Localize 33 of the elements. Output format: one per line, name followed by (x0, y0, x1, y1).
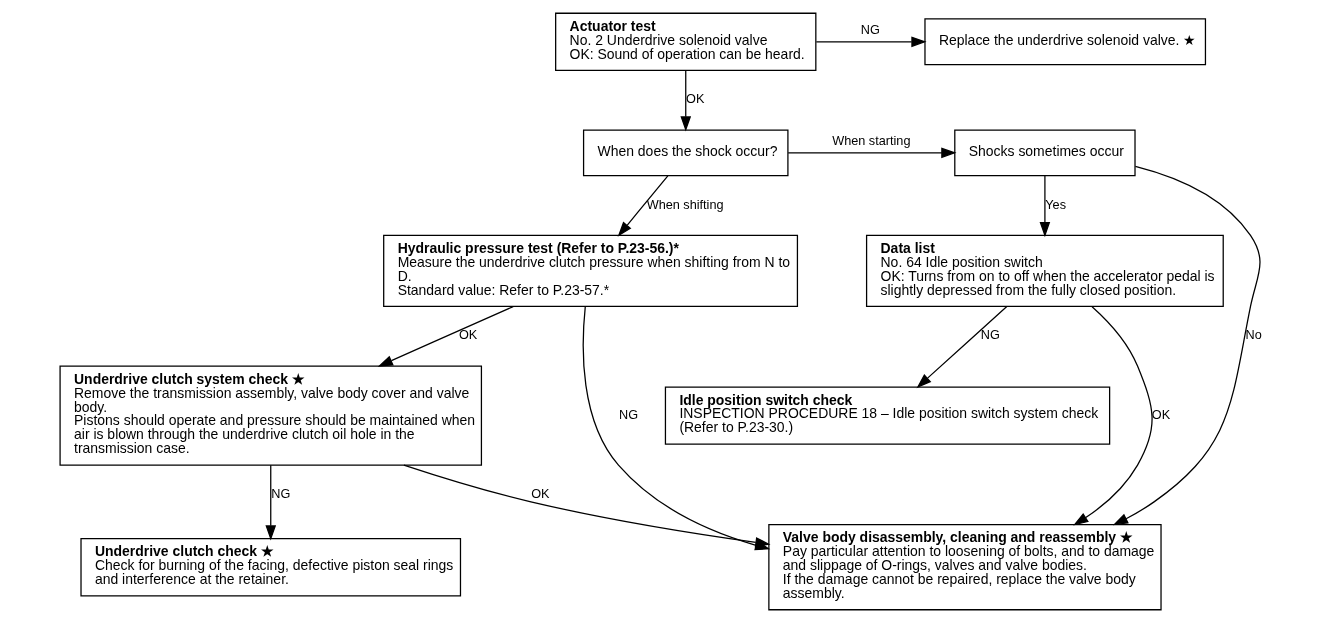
node-box: Idle position switch check INSPECTION PROCEDURE 18 – Idle position switch system check (Refer to P.23-30.) (664, 386, 1111, 445)
node-box: Underdrive clutch system check ★ Remove the transmission assembly, valve body cover and valve body. Pistons should operate and pressure should be maintained when air is blown through the underdrive clutch oil hole in the transmission case. (59, 365, 483, 466)
node-box: Hydraulic pressure test (Refer to P.23-56.)* Measure the underdrive clutch pressure when shifting from N to D. Standard value: Refer to P.23-57.* (383, 234, 799, 308)
edge-label: Yes (1045, 197, 1067, 212)
node-box: Data list No. 64 Idle position switch OK: Turns from on to off when the accelerator pedal is slightly depressed from the fully closed position. (865, 234, 1224, 308)
node-box: Replace the underdrive solenoid valve. ★ (924, 18, 1207, 66)
node-box: Underdrive clutch check ★ Check for burning of the facing, defective piston seal rings and interference at the retainer. (80, 538, 462, 597)
arrow (1112, 165, 1261, 526)
edge-label: When starting (832, 134, 911, 149)
node-box: Valve body disassembly, cleaning and reassembly ★ Pay particular attention to loosening of bolts, and to damage and slippage of O-rings, valves and valve bodies. If the damage cannot be repaired, replace the valve body assembly. (768, 524, 1162, 611)
arrow (1039, 175, 1051, 238)
edge-label: When shifting (646, 197, 724, 212)
edge-label: NG (860, 23, 880, 38)
arrow (377, 305, 514, 367)
node-box: When does the shock occur? (582, 129, 789, 177)
edge-label: OK (458, 328, 478, 343)
edge-label: NG (980, 328, 1000, 343)
edge-label: OK (531, 487, 550, 502)
arrow (916, 305, 1008, 389)
arrow (815, 36, 927, 48)
edge-label: NG (619, 407, 639, 422)
node-box: Actuator test No. 2 Underdrive solenoid valve OK: Sound of operation can be heard. (555, 12, 817, 71)
node-box: Shocks sometimes occur (954, 129, 1136, 177)
edge-label: OK (686, 92, 705, 107)
arrow (265, 464, 277, 541)
arrow (787, 147, 957, 159)
arrow (617, 175, 669, 237)
arrow (680, 69, 692, 132)
edge-label: OK (1151, 407, 1171, 422)
arrow (1073, 306, 1153, 526)
edge-label: NG (271, 487, 291, 502)
edge-label: No (1245, 328, 1262, 343)
arrow (403, 464, 771, 548)
